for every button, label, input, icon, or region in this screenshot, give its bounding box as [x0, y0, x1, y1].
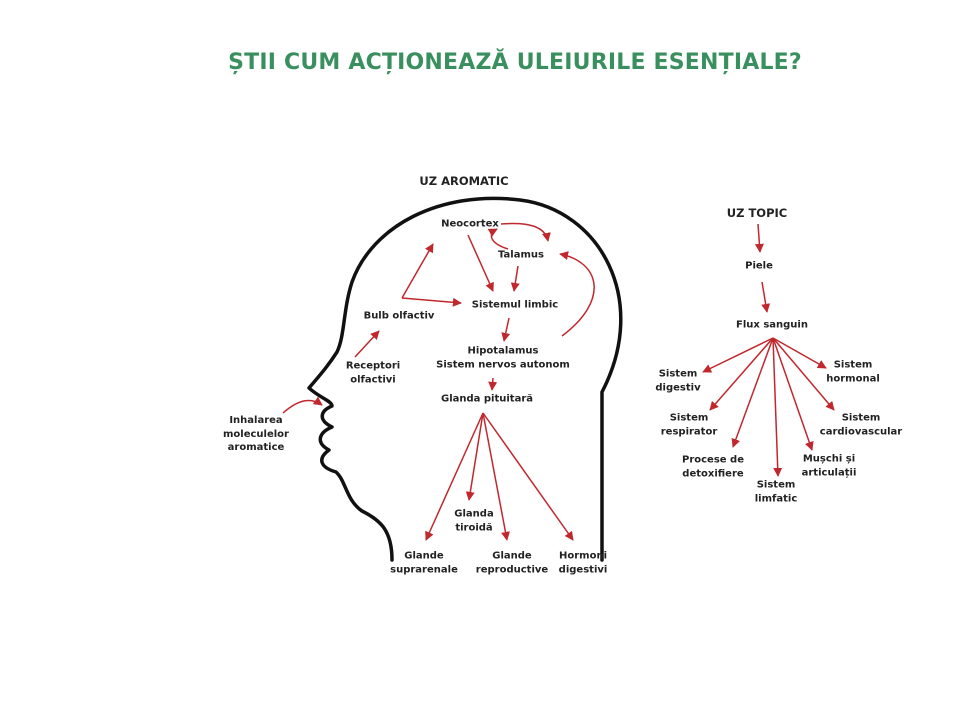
- label-line: Bulb olfactiv: [363, 310, 435, 322]
- arrow-flux-to-respirator: [709, 337, 774, 411]
- label-line: Flux sanguin: [736, 319, 808, 331]
- label-line: articulații: [801, 467, 857, 478]
- label-line: Sistem: [833, 359, 873, 371]
- label-sistem-limfatic: Sistem limfatic: [755, 479, 798, 506]
- arrow-talamus-to-neocortex: [487, 228, 509, 250]
- label-line: reproductive: [475, 564, 549, 575]
- label-line: hormonal: [826, 373, 880, 384]
- label-glanda-tiroida: Glanda tiroidă: [454, 508, 493, 535]
- uz-topic-heading: UZ TOPIC: [726, 206, 788, 220]
- label-line: Sistem: [756, 479, 796, 491]
- label-line: tiroidă: [455, 522, 493, 533]
- label-neocortex: Neocortex: [441, 217, 499, 231]
- label-line: Sistem: [658, 368, 698, 380]
- arrow-pituitara-to-hormoni: [482, 412, 574, 541]
- arrow-limbic-to-hipotalamus: [501, 317, 511, 342]
- arrow-talamus-to-limbic: [510, 265, 520, 292]
- label-hormoni-digestivi: Hormoni digestivi: [559, 550, 608, 577]
- label-line: moleculelor: [223, 428, 289, 440]
- label-line: suprarenale: [390, 564, 458, 575]
- label-sistem-digestiv: Sistem digestiv: [655, 368, 700, 395]
- label-line: Neocortex: [441, 218, 499, 230]
- label-line: Sistemul limbic: [471, 299, 559, 311]
- label-sistem-cardiovascular: Sistem cardiovascular: [820, 412, 902, 439]
- arrow-flux-to-digestiv: [702, 337, 774, 373]
- uz-aromatic-heading: UZ AROMATIC: [419, 174, 509, 188]
- label-line: Glande: [492, 550, 532, 562]
- label-line: Hormoni: [558, 550, 608, 562]
- arrow-topic-to-piele: [754, 223, 764, 253]
- head-outline: [307, 196, 623, 562]
- arrow-hipotalamus-to-pituitara: [488, 377, 498, 391]
- label-line: Glanda pituitară: [440, 393, 534, 405]
- label-line: Glanda: [454, 508, 494, 520]
- page-title: ȘTII CUM ACȚIONEAZĂ ULEIURILE ESENȚIALE?: [228, 50, 802, 75]
- label-line: Glande: [404, 550, 444, 562]
- arrow-receptori-to-bulb: [354, 330, 380, 358]
- arrow-flux-to-hormonal: [772, 337, 827, 369]
- label-line: respirator: [660, 426, 718, 437]
- label-line: Sistem: [669, 412, 709, 424]
- arrow-pituitara-to-reproductive: [482, 412, 510, 541]
- arrow-pituitara-to-tiroida: [465, 412, 484, 501]
- label-procese-detoxifiere: Procese de detoxifiere: [682, 454, 744, 481]
- label-sistem-respirator: Sistem respirator: [661, 412, 718, 439]
- label-bulb-olfactiv: Bulb olfactiv: [364, 309, 435, 323]
- arrow-flux-to-cardio: [772, 337, 835, 411]
- arrow-inhalation-to-nose: [282, 396, 323, 414]
- label-glande-reproductive: Glande reproductive: [476, 550, 548, 577]
- arrow-flux-to-limfatic: [772, 337, 783, 477]
- label-line: detoxifiere: [682, 468, 744, 479]
- label-line: Procese de: [682, 454, 744, 466]
- label-flux-sanguin: Flux sanguin: [736, 318, 808, 332]
- arrow-limbic-to-talamus: [559, 251, 595, 337]
- arrow-neocortex-to-talamus: [500, 222, 551, 242]
- label-line: olfactivi: [350, 374, 396, 385]
- label-sistem-hormonal: Sistem hormonal: [826, 359, 880, 386]
- label-line: Hipotalamus: [467, 345, 539, 357]
- arrow-bulb-to-limbic: [401, 297, 462, 307]
- label-sistemul-limbic: Sistemul limbic: [472, 298, 558, 312]
- label-receptori-olfactivi: Receptori olfactivi: [346, 360, 400, 387]
- label-line: Talamus: [498, 249, 544, 261]
- label-line: cardiovascular: [819, 426, 903, 437]
- label-line: Mușchi și: [802, 453, 856, 465]
- label-piele: Piele: [745, 259, 773, 273]
- label-talamus: Talamus: [498, 248, 544, 262]
- arrow-pituitara-to-suprarenale: [425, 412, 484, 541]
- label-line: Sistem: [841, 412, 881, 424]
- label-line: Inhalarea: [229, 414, 283, 426]
- arrow-piele-to-flux: [761, 281, 771, 313]
- arrow-flux-to-muschi: [772, 337, 814, 451]
- label-muschi-articulatii: Mușchi și articulații: [802, 453, 857, 480]
- label-line: Piele: [745, 260, 773, 272]
- arrow-bulb-to-neocortex: [401, 243, 434, 299]
- label-line: aromatice: [227, 441, 285, 453]
- label-line: digestivi: [558, 564, 608, 575]
- arrow-neocortex-to-limbic: [467, 234, 494, 292]
- label-line: Sistem nervos autonom: [436, 359, 570, 370]
- label-glanda-pituitara: Glanda pituitară: [441, 392, 533, 406]
- label-line: Receptori: [345, 360, 401, 372]
- arrow-flux-to-detox: [731, 337, 774, 448]
- label-glande-suprarenale: Glande suprarenale: [390, 550, 458, 577]
- label-line: limfatic: [754, 493, 798, 504]
- label-line: digestiv: [655, 382, 701, 393]
